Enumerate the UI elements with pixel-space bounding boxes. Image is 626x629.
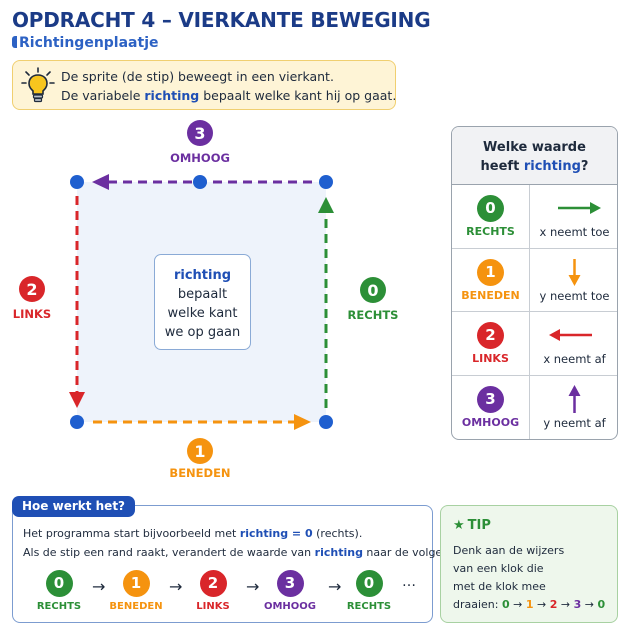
chain-step: 1 BENEDEN [106,570,166,612]
tip-line-3: met de klok mee [453,580,546,593]
chain-step-value: 1 [122,570,150,597]
chain-step-value: 2 [199,570,227,597]
direction-name: RECHTS [466,225,515,238]
badge-links [19,276,45,302]
chain-arrow-icon: → [92,577,106,596]
label-omhoog: OMHOOG [170,151,230,165]
direction-desc: y neemt af [543,415,606,430]
badge-beneden [187,438,213,464]
badge-beneden-value: 1 [194,442,205,461]
direction-desc: x neemt toe [539,225,610,239]
subtitle-text: Richtingenplaatje [19,35,159,51]
arrow-right-head-beneden [294,414,311,430]
keyword-richting: richting [144,88,200,103]
chain-step-name: RECHTS [346,601,392,612]
chain-step-name: BENEDEN [109,601,163,612]
chain-step: 3 OMHOOG [260,570,320,612]
page-title: OPDRACHT 4 – VIERKANTE BEWEGING [12,8,431,32]
sprite-dot [193,175,207,189]
tip-line-4: draaien: 0 → 1 → 2 → 3 → 0 [453,598,606,611]
how-it-works-panel: Hoe werkt het? Het programma start bijvo… [12,496,494,623]
tip-panel: ★TIP Denk aan de wijzers van een klok di… [440,505,618,623]
arrow-left-icon [549,329,592,341]
chain-step: 2 LINKS [183,570,243,612]
chain-arrow-icon: → [246,577,260,596]
direction-name: BENEDEN [461,288,520,302]
badge-omhoog-value: 3 [194,124,205,143]
arrow-down-icon [568,258,581,286]
corner-dot [70,415,84,429]
table-row-rechts: 0 RECHTS x neemt toe [452,185,617,249]
code-richting-0: richting = 0 [239,527,313,540]
page-subtitle: Richtingenplaatje [12,35,159,51]
table-header: Welke waarde heeft richting? [452,127,617,185]
center-line-3: welke kant [167,306,238,321]
tip-title: ★TIP [453,518,491,533]
tip-line-1: Denk aan de wijzers [453,544,565,557]
corner-dot [70,175,84,189]
how-it-works-tag: Hoe werkt het? [12,496,136,517]
value-badge: 0 [477,195,504,222]
how-paragraph-1: Het programma start bijvoorbeeld met ric… [23,527,363,540]
chain-step: 0 RECHTS [339,570,399,612]
direction-name: OMHOOG [461,415,520,429]
badge-omhoog [187,120,213,146]
chain-arrow-icon: → [169,577,183,596]
chain-arrow-icon: → [328,577,342,596]
label-beneden: BENEDEN [169,466,231,480]
intro-line-2: De variabele richting bepaalt welke kant… [61,88,397,103]
subtitle-marker [12,36,17,48]
center-line-2: bepaalt [177,287,228,302]
badge-rechts [360,277,386,303]
value-badge: 1 [477,258,504,286]
arrow-up-icon [568,384,581,413]
chain-step: 0 RECHTS [29,570,89,612]
direction-desc: y neemt toe [539,288,610,303]
lightbulb-icon [21,67,55,103]
chain-step-value: 0 [45,570,73,597]
badge-links-value: 2 [26,280,37,299]
chain-ellipsis: … [402,574,416,590]
chain-step-value: 3 [276,570,304,597]
table-row-omhoog: 3 OMHOOG y neemt af [452,375,617,439]
badge-rechts-value: 0 [367,281,378,300]
chain-step-name: LINKS [196,601,230,612]
arrow-left-head-omhoog [92,174,109,190]
table-row-links: 2 LINKS x neemt af [452,312,617,376]
direction-desc: x neemt af [543,352,606,366]
arrow-up-head-rechts [318,197,334,213]
direction-values-table: Welke waarde heeft richting? 0 RECHTS x … [451,126,618,440]
intro-callout: De sprite (de stip) beweegt in een vierk… [12,60,396,110]
table-header-line-2: heeft richting? [480,159,589,174]
star-icon: ★ [453,518,465,533]
value-badge: 3 [477,385,504,413]
label-rechts: RECHTS [347,308,399,322]
corner-dot [319,175,333,189]
table-header-line-1: Welke waarde [483,140,586,155]
how-paragraph-2: Als de stip een rand raakt, verandert de… [23,546,495,559]
label-links: LINKS [12,307,52,321]
value-badge: 2 [477,322,504,349]
chain-step-value: 0 [355,570,383,597]
arrow-down-head-links [69,392,85,408]
corner-dot [319,415,333,429]
tip-line-2: van een klok die [453,562,544,575]
center-keyword: richting [173,268,232,283]
chain-step-name: OMHOOG [263,601,317,612]
center-note: richting bepaalt welke kant we op gaan [154,254,251,350]
chain-step-name: RECHTS [36,601,82,612]
center-line-4: we op gaan [164,325,241,340]
arrow-right-icon [558,202,601,214]
intro-line-1: De sprite (de stip) beweegt in een vierk… [61,69,334,84]
table-row-beneden: 1 BENEDEN y neemt toe [452,248,617,312]
direction-name: LINKS [472,352,509,365]
